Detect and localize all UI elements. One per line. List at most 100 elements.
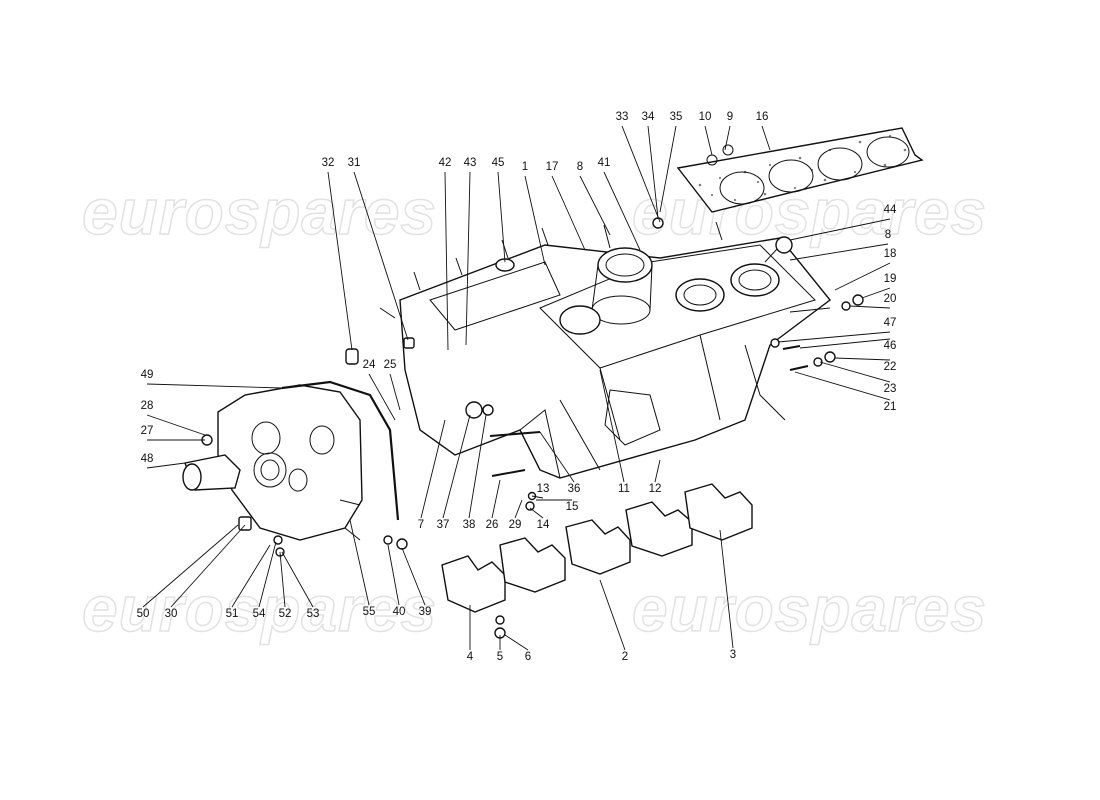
callout-label-30: 30 xyxy=(165,608,178,620)
leader-line-8 xyxy=(579,175,611,236)
watermark-bottom-right: eurospares xyxy=(631,572,988,646)
callout-label-6: 6 xyxy=(525,651,531,663)
leader-line-36 xyxy=(539,431,575,483)
callout-label-45: 45 xyxy=(492,157,505,169)
callout-label-33: 33 xyxy=(616,111,629,123)
callout-label-10: 10 xyxy=(699,111,712,123)
callout-label-36: 36 xyxy=(568,483,581,495)
leader-line-16 xyxy=(761,125,771,151)
callout-label-26: 26 xyxy=(486,519,499,531)
leader-line-29 xyxy=(514,499,523,519)
leader-line-23 xyxy=(819,361,891,383)
watermark-bottom-left: eurospares xyxy=(81,572,438,646)
callout-label-24: 24 xyxy=(363,359,376,371)
leader-line-17 xyxy=(551,175,586,251)
leader-line-30 xyxy=(170,524,246,608)
timing-cover-gasket xyxy=(281,380,400,521)
leader-line-10 xyxy=(704,125,713,156)
callout-label-40: 40 xyxy=(393,606,406,618)
leader-line-33 xyxy=(621,125,661,223)
callout-label-28: 28 xyxy=(141,400,154,412)
callout-label-46: 46 xyxy=(884,340,897,352)
callout-label-37: 37 xyxy=(437,519,450,531)
head-gasket xyxy=(676,127,924,213)
leader-line-49 xyxy=(146,383,283,389)
leader-line-12 xyxy=(654,459,661,483)
callout-label-5: 5 xyxy=(497,651,503,663)
leader-line-21 xyxy=(794,371,891,401)
main-bearing-caps xyxy=(441,483,753,613)
callout-leader-lines xyxy=(142,125,891,651)
callout-label-50: 50 xyxy=(137,608,150,620)
leader-line-43 xyxy=(465,171,471,346)
leader-line-31 xyxy=(353,171,409,341)
callout-label-11: 11 xyxy=(618,483,630,495)
leader-line-26 xyxy=(491,479,501,519)
leader-line-8 xyxy=(789,243,889,261)
callout-label-49: 49 xyxy=(141,369,154,381)
callout-label-1: 1 xyxy=(522,161,528,173)
leader-line-9 xyxy=(724,125,731,151)
leader-line-7 xyxy=(420,419,446,519)
callout-label-9: 9 xyxy=(727,111,733,123)
callout-label-29: 29 xyxy=(509,519,522,531)
leader-line-48 xyxy=(146,462,186,469)
callout-label-3: 3 xyxy=(730,649,736,661)
leader-line-20 xyxy=(849,305,891,309)
callout-label-22: 22 xyxy=(884,361,897,373)
callout-label-52: 52 xyxy=(279,608,292,620)
callout-label-53: 53 xyxy=(307,608,320,620)
leader-line-40 xyxy=(387,544,400,606)
leader-line-2 xyxy=(599,579,626,651)
callout-label-25: 25 xyxy=(384,359,397,371)
leader-line-18 xyxy=(834,262,891,291)
callout-label-32: 32 xyxy=(322,157,335,169)
leader-line-38 xyxy=(468,414,487,519)
callout-label-13: 13 xyxy=(537,483,550,495)
callout-label-17: 17 xyxy=(546,161,559,173)
leader-line-32 xyxy=(327,171,353,351)
leader-line-13 xyxy=(531,495,544,499)
leader-line-19 xyxy=(861,287,891,299)
callout-label-48: 48 xyxy=(141,453,154,465)
callout-label-23: 23 xyxy=(884,383,897,395)
leader-line-52 xyxy=(279,551,286,608)
callout-label-4: 4 xyxy=(467,651,474,663)
leader-line-54 xyxy=(258,541,277,608)
leader-line-47 xyxy=(777,331,891,343)
callout-label-38: 38 xyxy=(463,519,476,531)
callout-label-54: 54 xyxy=(253,608,266,620)
callout-label-15: 15 xyxy=(566,501,579,513)
callout-label-18: 18 xyxy=(884,248,897,260)
callout-label-31: 31 xyxy=(348,157,361,169)
callout-label-44: 44 xyxy=(884,204,897,216)
callout-label-39: 39 xyxy=(419,606,432,618)
leader-line-55 xyxy=(349,519,370,606)
leader-line-6 xyxy=(504,634,529,651)
leader-line-14 xyxy=(529,507,544,519)
callout-label-12: 12 xyxy=(649,483,662,495)
leader-line-22 xyxy=(834,357,891,361)
leader-line-46 xyxy=(799,338,891,349)
leader-line-53 xyxy=(281,551,314,608)
callout-label-7: 7 xyxy=(418,519,424,531)
callout-label-55: 55 xyxy=(363,606,376,618)
callout-label-43: 43 xyxy=(464,157,477,169)
leader-line-35 xyxy=(659,125,677,213)
callout-label-2: 2 xyxy=(622,651,628,663)
leader-line-28 xyxy=(146,414,206,436)
callout-label-34: 34 xyxy=(642,111,655,123)
callout-label-14: 14 xyxy=(537,519,550,531)
callout-label-8: 8 xyxy=(885,229,891,241)
leader-line-42 xyxy=(444,171,449,351)
leader-line-44 xyxy=(789,218,891,241)
leader-line-11 xyxy=(599,369,625,483)
leader-line-45 xyxy=(497,171,506,263)
leader-line-25 xyxy=(389,373,401,411)
leader-line-34 xyxy=(647,125,659,219)
callout-label-42: 42 xyxy=(439,157,452,169)
cylinder-liners xyxy=(559,247,780,335)
callout-label-19: 19 xyxy=(884,273,897,285)
